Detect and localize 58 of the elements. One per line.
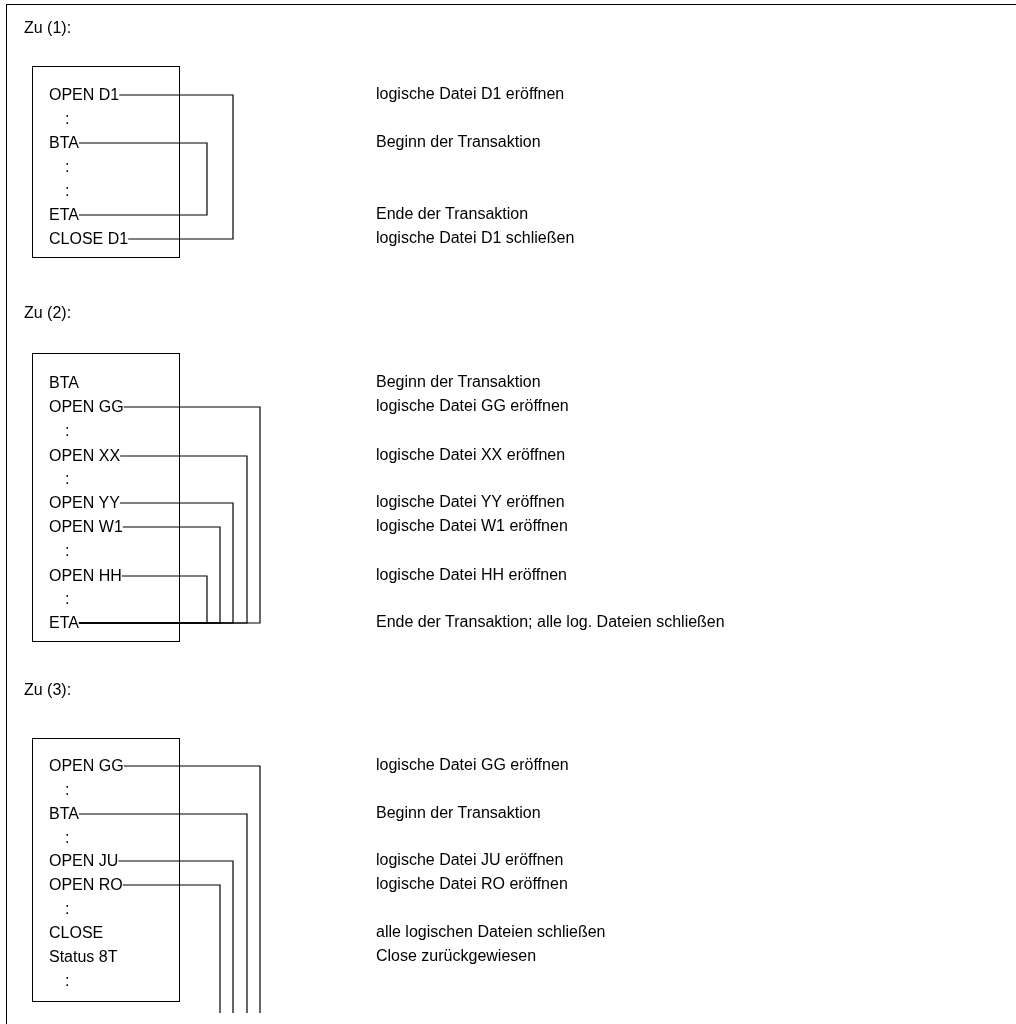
continuation-dots: : <box>65 469 70 489</box>
description-text: logische Datei W1 eröffnen <box>376 516 568 536</box>
code-line: OPEN RO <box>49 873 123 897</box>
description-text: Close zurückgewiesen <box>376 946 537 966</box>
continuation-dots: : <box>65 780 70 800</box>
bracket-line <box>122 884 221 1014</box>
code-line: OPEN D1 <box>49 83 120 107</box>
section-heading: Zu (1): <box>24 18 72 38</box>
description-text: logische Datei YY eröffnen <box>376 492 565 512</box>
code-line: BTA <box>49 371 79 395</box>
description-text: Ende der Transaktion; alle log. Dateien schließen <box>376 612 725 632</box>
code-listing-box <box>32 738 180 1002</box>
code-line: OPEN W1 <box>49 515 123 539</box>
code-line: BTA <box>49 131 79 155</box>
bracket-line <box>123 765 261 1014</box>
code-line: ETA <box>49 611 79 635</box>
continuation-dots: : <box>65 828 70 848</box>
description-text: Beginn der Transaktion <box>376 132 541 152</box>
section-heading: Zu (3): <box>24 680 72 700</box>
code-line: Status 8T <box>49 945 118 969</box>
code-line: CLOSE <box>49 921 104 945</box>
bracket-line <box>118 94 234 240</box>
continuation-dots: : <box>65 589 70 609</box>
description-text: logische Datei HH eröffnen <box>376 565 567 585</box>
continuation-dots: : <box>65 899 70 919</box>
bracket-line <box>117 860 234 1014</box>
continuation-dots: : <box>65 971 70 991</box>
code-line: CLOSE D1 <box>49 227 129 251</box>
description-text: logische Datei GG eröffnen <box>376 755 569 775</box>
continuation-dots: : <box>65 541 70 561</box>
description-text: logische Datei JU eröffnen <box>376 850 564 870</box>
code-line: OPEN GG <box>49 754 124 778</box>
code-line: ETA <box>49 203 79 227</box>
code-line: BTA <box>49 802 79 826</box>
continuation-dots: : <box>65 181 70 201</box>
section-heading: Zu (2): <box>24 303 72 323</box>
description-text: logische Datei GG eröffnen <box>376 396 569 416</box>
description-text: logische Datei D1 schließen <box>376 228 575 248</box>
continuation-dots: : <box>65 157 70 177</box>
code-line: OPEN GG <box>49 395 124 419</box>
description-text: alle logischen Dateien schließen <box>376 922 606 942</box>
code-line: OPEN HH <box>49 564 122 588</box>
code-line: OPEN YY <box>49 491 120 515</box>
description-text: logische Datei D1 eröffnen <box>376 84 565 104</box>
code-line: OPEN XX <box>49 444 121 468</box>
bracket-line <box>78 575 208 624</box>
description-text: Ende der Transaktion <box>376 204 529 224</box>
description-text: logische Datei RO eröffnen <box>376 874 568 894</box>
continuation-dots: : <box>65 421 70 441</box>
bracket-line <box>78 813 248 1014</box>
bracket-line <box>78 142 208 216</box>
description-text: Beginn der Transaktion <box>376 803 541 823</box>
description-text: logische Datei XX eröffnen <box>376 445 566 465</box>
code-listing-box <box>32 353 180 642</box>
description-text: Beginn der Transaktion <box>376 372 541 392</box>
continuation-dots: : <box>65 109 70 129</box>
code-line: OPEN JU <box>49 849 119 873</box>
code-listing-box <box>32 66 180 258</box>
